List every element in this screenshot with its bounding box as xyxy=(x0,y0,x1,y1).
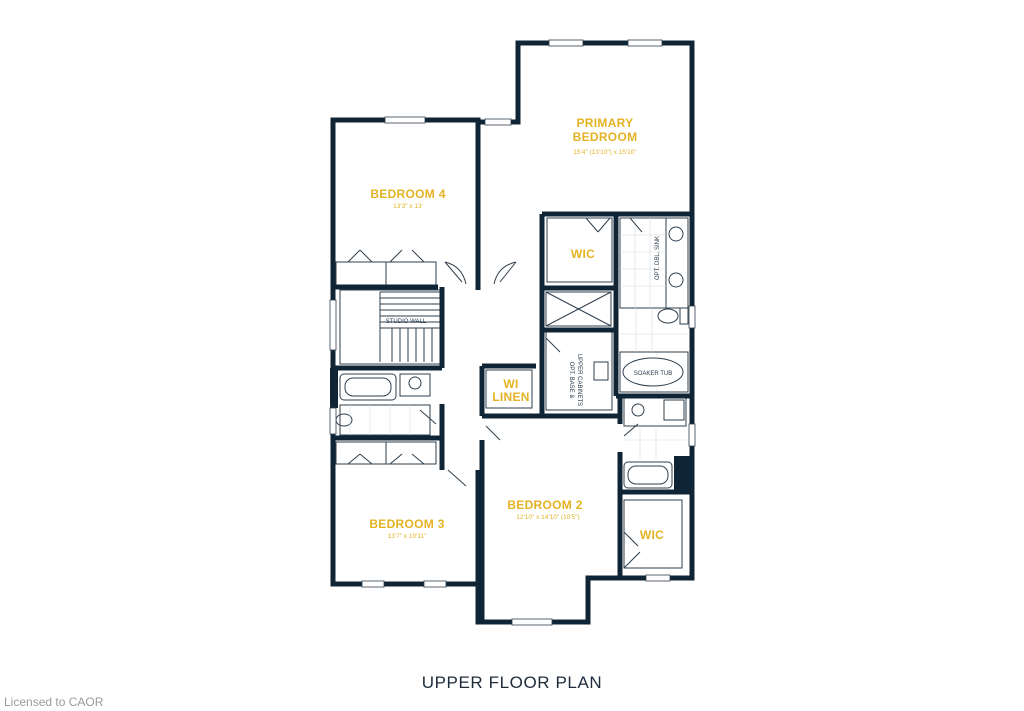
wic-bedroom2-label: WIC xyxy=(640,528,664,542)
wic-primary-label: WIC xyxy=(571,247,595,261)
tile-pattern xyxy=(349,218,688,462)
license-credit: Licensed to CAOR xyxy=(4,695,104,709)
bedroom3-dims: 13'7" x 10'11" xyxy=(388,533,427,540)
soaker-tub-note: SOAKER TUB xyxy=(634,371,673,377)
opt-base-note-line2: UPPER CABINETS xyxy=(576,354,582,406)
bedroom3-label: BEDROOM 3 xyxy=(369,517,444,531)
opt-dbl-sink-note: OPT. DBL. SINK xyxy=(655,236,661,280)
bedroom2-label: BEDROOM 2 xyxy=(507,498,582,512)
opt-base-note-line1: OPT. BASE & xyxy=(568,362,574,399)
primary-bedroom-label-line2: BEDROOM xyxy=(573,130,638,144)
linen-label-line2: LINEN xyxy=(492,390,530,404)
studio-wall-note: STUDIO WALL xyxy=(386,319,427,325)
wall-column xyxy=(674,456,692,492)
bedroom4-dims: 13'3" x 13' xyxy=(393,203,423,210)
bedroom4-label: BEDROOM 4 xyxy=(370,187,445,201)
plan-title: UPPER FLOOR PLAN xyxy=(421,673,603,692)
windows xyxy=(329,39,696,626)
linen-label-line1: WI xyxy=(503,377,518,391)
walls xyxy=(330,40,695,625)
primary-bedroom-dims: 15'4" (13'10") x 15'10" xyxy=(573,149,637,156)
door-swings xyxy=(347,217,643,569)
bedroom2-dims: 12'10" x 14'10" (10'5") xyxy=(516,514,579,521)
wall-column xyxy=(330,368,338,408)
primary-bedroom-label-line1: PRIMARY xyxy=(577,116,634,130)
